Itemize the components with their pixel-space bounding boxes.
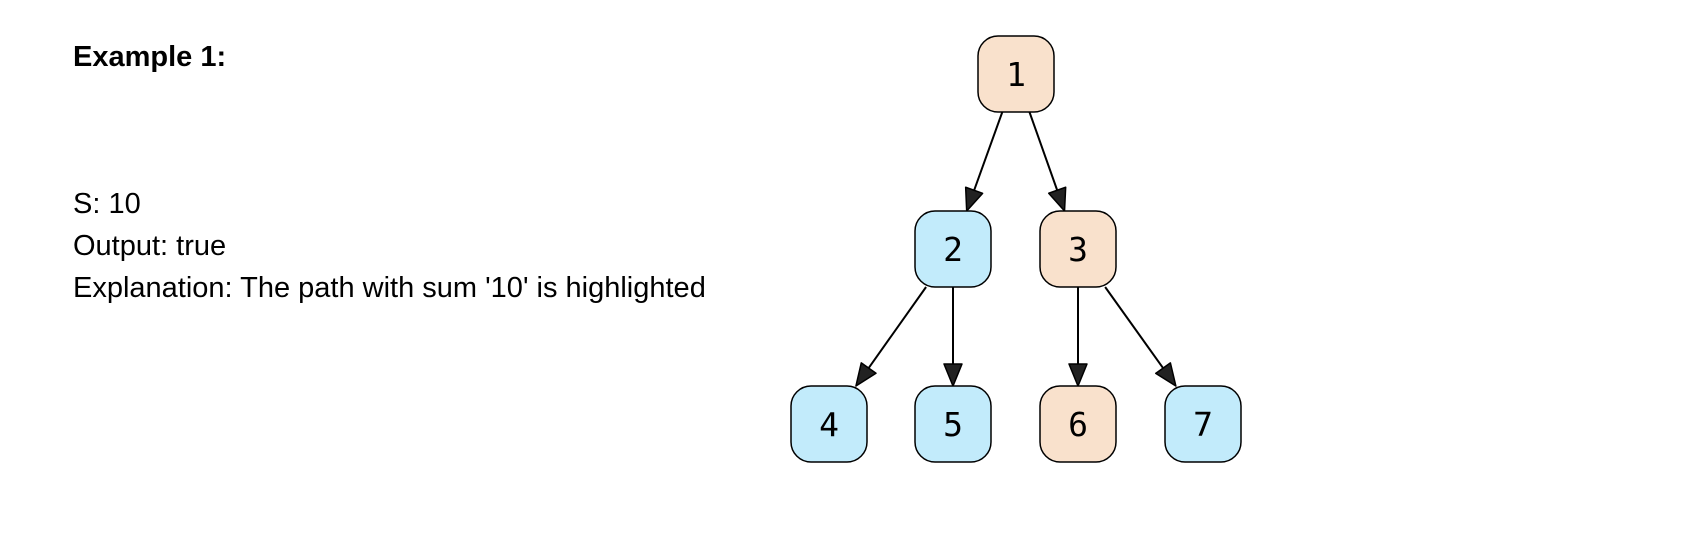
edge-line <box>1104 286 1164 369</box>
tree-node-6: 6 <box>1039 385 1117 463</box>
edge-line <box>867 286 927 369</box>
example-description: S: 10 Output: true Explanation: The path… <box>73 183 706 309</box>
node-label: 3 <box>1068 230 1088 269</box>
edge-n2-n5 <box>943 287 963 387</box>
tree-node-4: 4 <box>790 385 868 463</box>
node-box <box>914 385 992 463</box>
edge-line <box>1028 111 1059 191</box>
tree-node-7: 7 <box>1164 385 1242 463</box>
sum-line: S: 10 <box>73 188 141 220</box>
node-label: 5 <box>943 405 963 444</box>
edge-n1-n3 <box>1028 111 1067 212</box>
arrowhead <box>1047 186 1067 212</box>
node-box <box>790 385 868 463</box>
tree-nodes: 1 2 3 4 5 6 7 <box>790 35 1242 463</box>
explanation-line: Explanation: The path with sum '10' is h… <box>73 272 706 304</box>
highlighted-node-box <box>1039 210 1117 288</box>
edge-n3-n6 <box>1068 287 1088 387</box>
arrowhead <box>1154 362 1177 387</box>
edge-n1-n2 <box>964 111 1004 212</box>
example-title: Example 1: <box>73 41 227 73</box>
arrowhead <box>964 186 984 212</box>
tree-node-3: 3 <box>1039 210 1117 288</box>
highlighted-node-box <box>1039 385 1117 463</box>
tree-node-5: 5 <box>914 385 992 463</box>
edge-n2-n4 <box>855 286 927 387</box>
tree-node-1: 1 <box>977 35 1055 113</box>
node-label: 7 <box>1193 405 1213 444</box>
node-box <box>1164 385 1242 463</box>
output-line: Output: true <box>73 230 227 262</box>
edge-line <box>973 111 1004 191</box>
node-label: 4 <box>819 405 839 444</box>
node-label: 1 <box>1006 55 1026 94</box>
tree-edges <box>855 111 1177 387</box>
tree-node-2: 2 <box>914 210 992 288</box>
node-box <box>914 210 992 288</box>
arrowhead <box>1068 363 1088 387</box>
arrowhead <box>943 363 963 387</box>
node-label: 6 <box>1068 405 1088 444</box>
node-label: 2 <box>943 230 963 269</box>
edge-n3-n7 <box>1104 286 1177 387</box>
arrowhead <box>855 362 877 387</box>
highlighted-node-box <box>977 35 1055 113</box>
